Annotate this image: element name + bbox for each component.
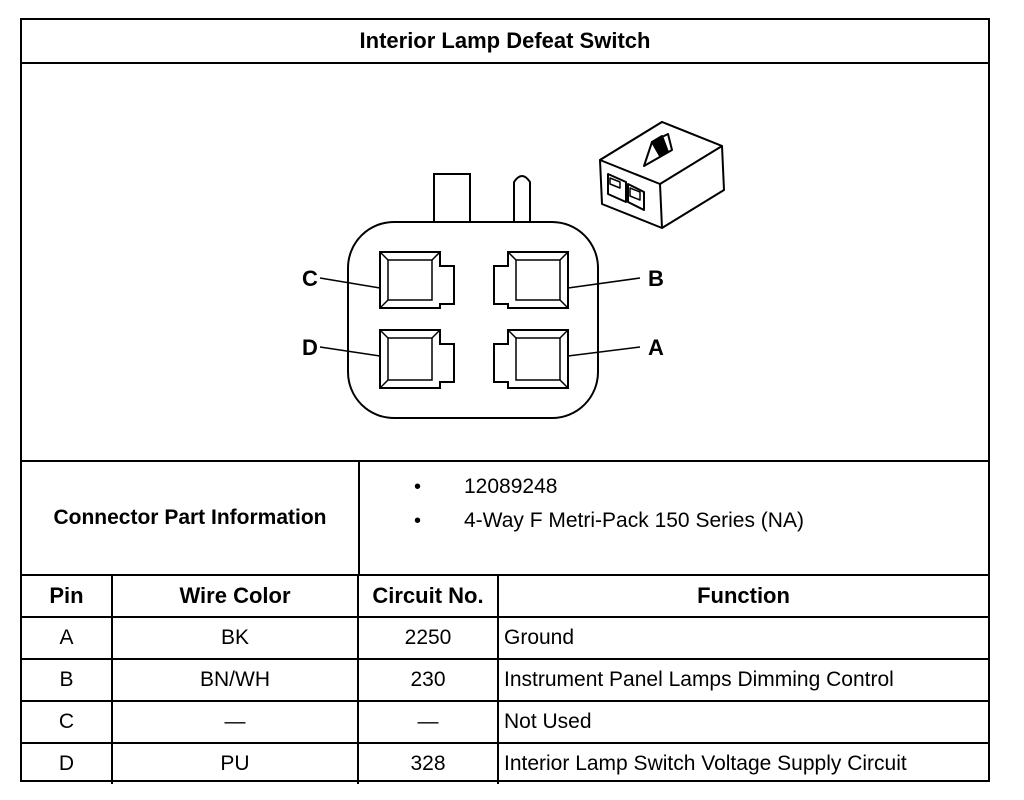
cell-circuit: 328 [357,742,499,784]
leader-line-c [319,277,381,289]
cell-function: Instrument Panel Lamps Dimming Control [497,658,988,702]
connector-part-information-label: Connector Part Information [22,462,360,574]
cell-circuit: — [357,700,499,744]
cell-wire-color: BN/WH [111,658,359,702]
pin-label-b: B [648,266,664,291]
table-row: D PU 328 Interior Lamp Switch Voltage Su… [22,742,988,784]
table-row: C — — Not Used [22,700,988,744]
leader-line-d [319,346,381,357]
cell-pin: C [22,700,113,744]
leader-line-a [567,346,641,357]
cell-pin: B [22,658,113,702]
pin-label-d: D [302,335,318,360]
pin-label-a: A [648,335,664,360]
cell-function: Not Used [497,700,988,744]
cell-circuit: 230 [357,658,499,702]
sheet-title: Interior Lamp Defeat Switch [22,20,988,64]
cell-wire-color: PU [111,742,359,784]
pin-table: Pin Wire Color Circuit No. Function A BK… [22,576,988,784]
table-row: B BN/WH 230 Instrument Panel Lamps Dimmi… [22,658,988,702]
cell-pin: D [22,742,113,784]
connector-isometric-icon [599,121,725,229]
cell-wire-color: BK [111,616,359,660]
connector-part-information-row: Connector Part Information 12089248 4-Wa… [22,460,988,576]
cell-function: Interior Lamp Switch Voltage Supply Circ… [497,742,988,784]
header-circuit-no: Circuit No. [357,576,499,618]
cell-wire-color: — [111,700,359,744]
header-pin: Pin [22,576,113,618]
pin-label-c: C [302,266,318,291]
connector-sheet: Interior Lamp Defeat Switch [20,18,990,784]
connector-part-list: 12089248 4-Way F Metri-Pack 150 Series (… [402,470,804,538]
leader-line-b [567,277,641,289]
cell-circuit: 2250 [357,616,499,660]
latch-tab-right [513,175,531,224]
cavity-a [493,329,569,389]
cell-function: Ground [497,616,988,660]
part-number: 12089248 [402,470,804,504]
connector-face-drawing: C B D A [302,121,725,419]
header-wire-color: Wire Color [111,576,359,618]
table-header-row: Pin Wire Color Circuit No. Function [22,576,988,618]
header-function: Function [497,576,988,618]
cavity-c [379,251,455,309]
table-row: A BK 2250 Ground [22,616,988,660]
cavity-b [493,251,569,309]
cavity-d [379,329,455,389]
connector-series: 4-Way F Metri-Pack 150 Series (NA) [402,504,804,538]
latch-tab-left [433,173,471,225]
connector-diagram: C B D A [22,64,988,460]
cell-pin: A [22,616,113,660]
